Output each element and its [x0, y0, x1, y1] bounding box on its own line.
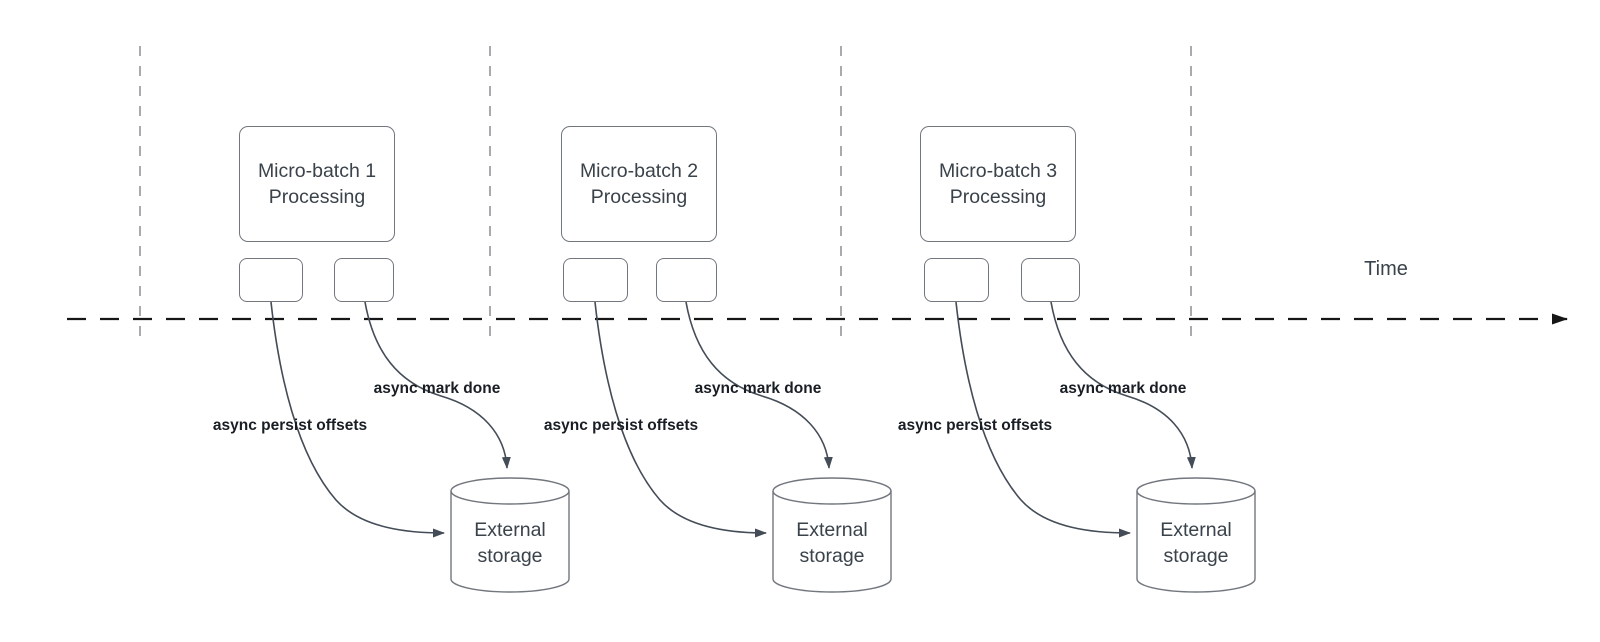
processing-box-3: Micro-batch 3 Processing	[920, 126, 1076, 242]
processing-box-title: Micro-batch 2	[579, 160, 699, 182]
time-label: Time	[1364, 258, 1408, 280]
persist-offsets-label-1: async persist offsets	[212, 417, 368, 434]
external-storage-label-2: External storage	[796, 519, 868, 567]
mark-done-arrow-3	[1050, 301, 1196, 469]
processing-box-2: Micro-batch 2 Processing	[561, 126, 717, 242]
external-storage-cylinder-1	[450, 477, 570, 593]
processing-box-subtitle: Processing	[949, 186, 1047, 208]
processing-box-title: Micro-batch 3	[938, 160, 1058, 182]
persist-offsets-label-2: async persist offsets	[543, 417, 699, 434]
mark-done-label-3: async mark done	[1059, 380, 1187, 397]
async-op-box-done-2	[656, 258, 717, 302]
async-op-box-persist-1	[239, 258, 303, 302]
external-storage-label-1: External storage	[474, 519, 546, 567]
mark-done-arrow-2	[685, 301, 833, 469]
processing-box-title: Micro-batch 1	[257, 160, 377, 182]
external-storage-cylinder-2	[772, 477, 892, 593]
async-op-box-done-1	[334, 258, 394, 302]
persist-offsets-arrow-2	[594, 301, 767, 538]
persist-offsets-arrow-1	[270, 301, 445, 538]
external-storage-cylinder-3	[1136, 477, 1256, 593]
persist-offsets-label-3: async persist offsets	[897, 417, 1053, 434]
processing-box-subtitle: Processing	[590, 186, 688, 208]
mark-done-label-2: async mark done	[694, 380, 822, 397]
async-op-box-persist-2	[563, 258, 628, 302]
async-op-box-persist-3	[924, 258, 989, 302]
processing-box-1: Micro-batch 1 Processing	[239, 126, 395, 242]
processing-box-subtitle: Processing	[268, 186, 366, 208]
external-storage-label-3: External storage	[1160, 519, 1232, 567]
mark-done-arrow-1	[364, 301, 511, 469]
async-op-box-done-3	[1021, 258, 1080, 302]
mark-done-label-1: async mark done	[373, 380, 501, 397]
persist-offsets-arrow-3	[955, 301, 1131, 538]
